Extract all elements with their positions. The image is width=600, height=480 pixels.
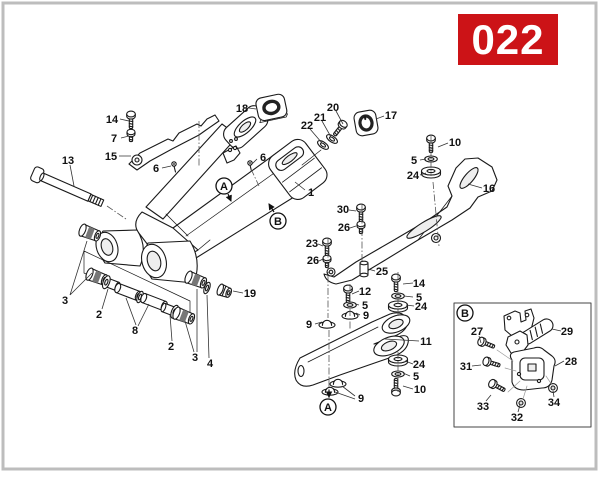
bolt-washer-set-20-22 <box>301 118 350 166</box>
view-marker-arrows <box>225 193 333 398</box>
badge-text: 022 <box>471 16 544 63</box>
bearing-kit-group <box>76 222 234 327</box>
view-marker-label-A: A <box>220 181 228 193</box>
part-label-17: 17 <box>385 110 397 122</box>
part-label-2: 2 <box>168 341 174 353</box>
leader-lines <box>69 107 565 413</box>
part-label-26: 26 <box>338 222 350 234</box>
rubber-block-18 <box>255 93 288 124</box>
part-label-33: 33 <box>477 401 489 413</box>
spacer-25 <box>359 260 369 278</box>
part-label-31: 31 <box>460 361 472 373</box>
part-label-2: 2 <box>96 309 102 321</box>
part-label-16: 16 <box>483 183 495 195</box>
part-label-6: 6 <box>153 163 159 175</box>
part-label-4: 4 <box>207 358 214 370</box>
part-label-19: 19 <box>244 288 256 300</box>
part-label-1: 1 <box>308 187 314 199</box>
part-label-5: 5 <box>362 300 368 312</box>
part-label-5: 5 <box>411 155 417 167</box>
part-label-10: 10 <box>414 384 426 396</box>
part-label-7: 7 <box>111 133 117 145</box>
part-label-13: 13 <box>62 155 74 167</box>
cover-24-top <box>420 166 442 179</box>
pivot-axle <box>30 166 105 207</box>
part-label-15: 15 <box>105 151 117 163</box>
part-label-3: 3 <box>192 352 198 364</box>
part-label-14: 14 <box>106 114 119 126</box>
part-label-10: 10 <box>449 137 461 149</box>
part-label-9: 9 <box>363 310 369 322</box>
part-label-30: 30 <box>337 204 349 216</box>
rubber-block-17 <box>353 109 379 137</box>
part-label-21: 21 <box>314 112 326 124</box>
chain-slider-bracket <box>128 114 220 171</box>
part-label-24: 24 <box>415 301 428 313</box>
part-label-23: 23 <box>306 238 318 250</box>
part-label-6: 6 <box>260 152 266 164</box>
part-label-11: 11 <box>420 336 432 348</box>
part-label-9: 9 <box>306 319 312 331</box>
part-label-24: 24 <box>407 170 420 182</box>
part-label-3: 3 <box>62 295 68 307</box>
drawing-layer <box>30 93 592 428</box>
axis-lines <box>106 121 440 398</box>
part-label-24: 24 <box>413 359 426 371</box>
part-label-5: 5 <box>413 371 419 383</box>
view-marker-label-B: B <box>274 216 282 228</box>
part-label-5: 5 <box>416 292 422 304</box>
linkage-arm <box>294 312 411 387</box>
part-label-18: 18 <box>236 103 248 115</box>
part-label-26: 26 <box>307 255 319 267</box>
part-label-27: 27 <box>471 326 483 338</box>
view-marker-circle-A <box>319 398 337 416</box>
part-label-14: 14 <box>413 278 426 290</box>
inset-box <box>453 302 592 428</box>
part-label-32: 32 <box>511 412 523 424</box>
swingarm <box>95 105 328 284</box>
part-label-12: 12 <box>359 286 371 298</box>
page-number-badge: 022 <box>458 14 558 65</box>
part-label-8: 8 <box>132 325 138 337</box>
part-labels-layer: 1471513618620212217110524163026232625121… <box>62 102 577 424</box>
part-label-25: 25 <box>376 266 388 278</box>
part-label-20: 20 <box>327 102 339 114</box>
badge-background <box>458 14 558 65</box>
part-label-29: 29 <box>561 326 573 338</box>
view-marker-circle-A <box>215 177 233 195</box>
view-marker-label-B: B <box>461 308 469 320</box>
part-label-28: 28 <box>565 356 577 368</box>
view-marker-label-A: A <box>324 402 332 414</box>
part-label-22: 22 <box>301 120 313 132</box>
part-label-34: 34 <box>548 397 561 409</box>
view-markers-layer: A B A B <box>215 177 474 416</box>
view-marker-circle-B <box>456 304 474 322</box>
view-marker-circle-B <box>269 212 287 230</box>
part-label-9: 9 <box>358 393 364 405</box>
